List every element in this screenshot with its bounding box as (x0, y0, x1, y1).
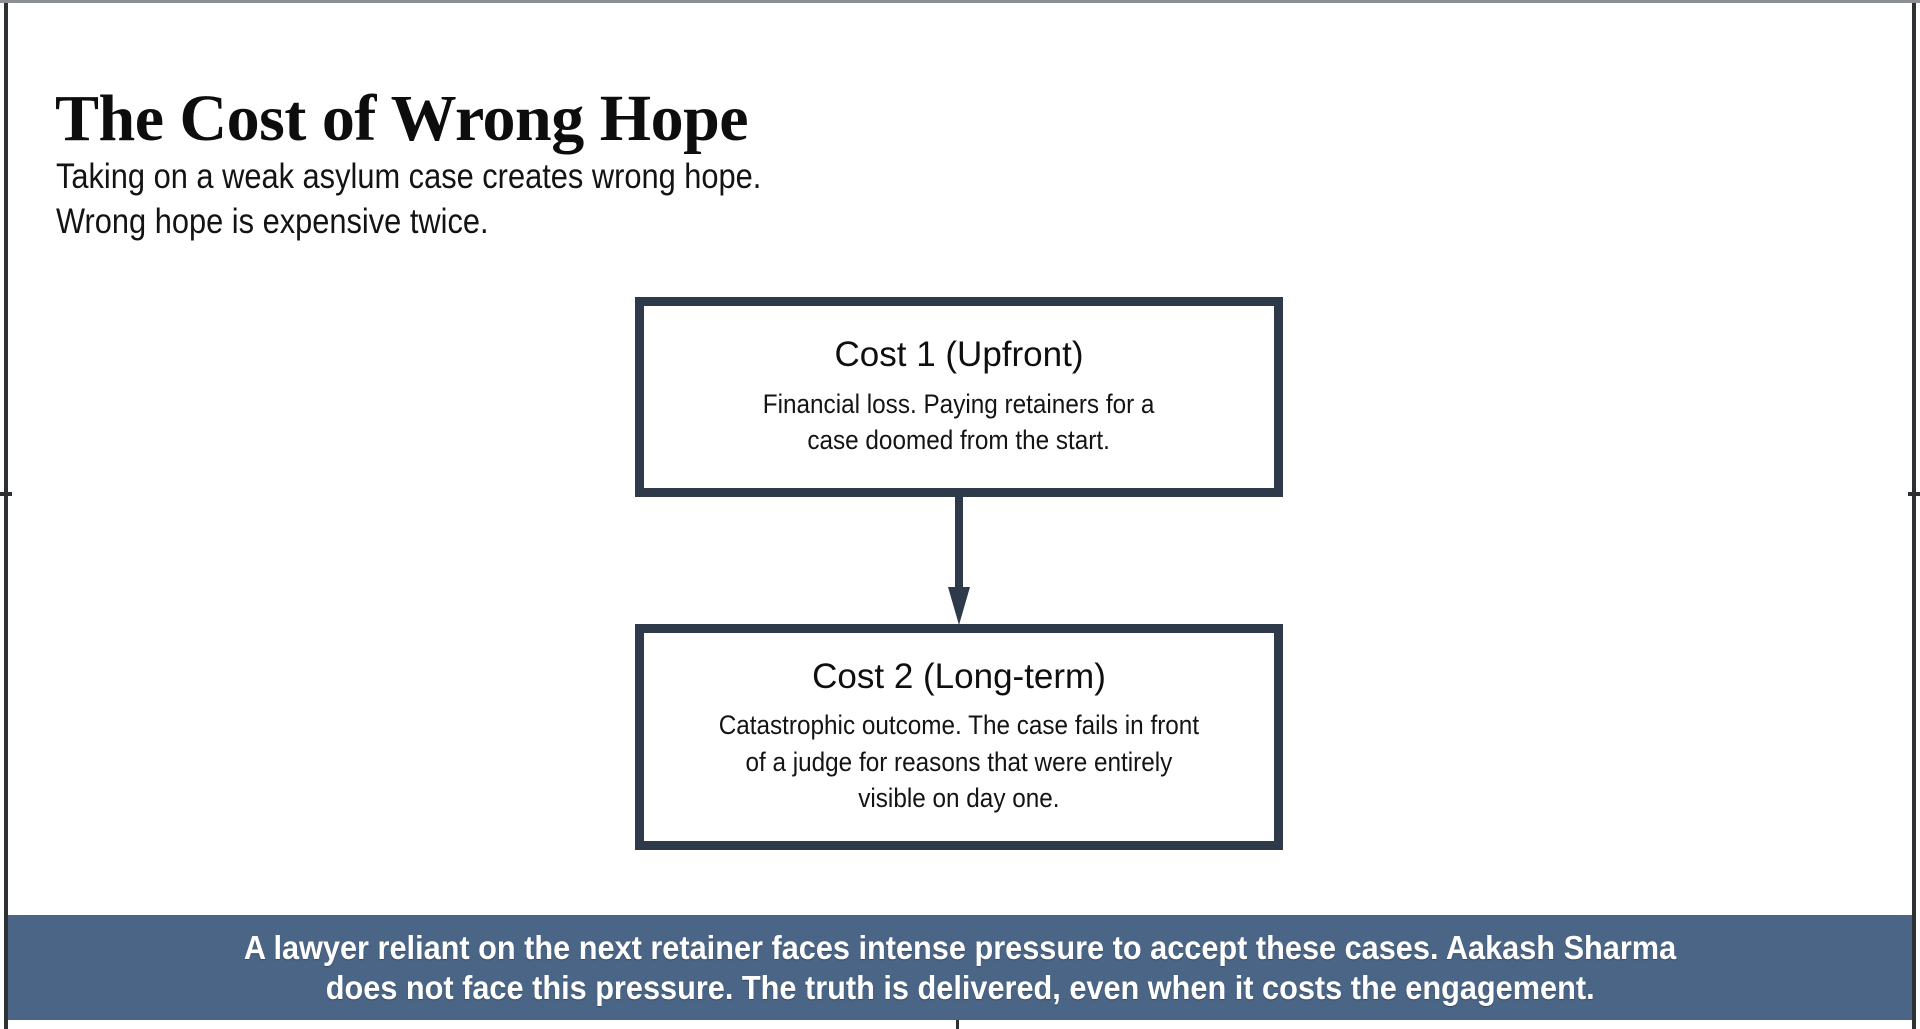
slide-frame-right-tick (1908, 492, 1920, 496)
down-arrow-icon (948, 497, 970, 625)
footer-banner-line-2: does not face this pressure. The truth i… (325, 968, 1595, 1006)
footer-banner: A lawyer reliant on the next retainer fa… (8, 915, 1912, 1020)
flow-node-cost-1: Cost 1 (Upfront) Financial loss. Paying … (635, 297, 1283, 497)
flow-node-cost-2-heading: Cost 2 (Long-term) (812, 656, 1106, 696)
flow-node-cost-1-body-line-2: case doomed from the start. (807, 424, 1111, 455)
flow-node-cost-2: Cost 2 (Long-term) Catastrophic outcome.… (635, 624, 1283, 850)
page-title: The Cost of Wrong Hope (55, 82, 749, 156)
flow-node-cost-1-heading: Cost 1 (Upfront) (834, 335, 1084, 375)
flow-node-cost-2-body-line-3: visible on day one. (858, 782, 1060, 813)
slide-frame-bottom-tick (956, 1011, 959, 1029)
slide-subtitle-line-2: Wrong hope is expensive twice. (56, 201, 489, 241)
footer-banner-line-1: A lawyer reliant on the next retainer fa… (243, 928, 1677, 966)
slide-frame-right-edge (1912, 3, 1916, 1029)
flow-node-cost-2-body: Catastrophic outcome. The case fails in … (719, 707, 1199, 816)
slide-frame-left-edge (4, 3, 8, 1029)
flow-node-cost-2-body-line-1: Catastrophic outcome. The case fails in … (718, 710, 1200, 741)
flow-node-cost-1-body-line-1: Financial loss. Paying retainers for a (763, 388, 1155, 419)
slide-subtitle: Taking on a weak asylum case creates wro… (56, 155, 761, 245)
slide-frame-top-edge (0, 0, 1920, 3)
flow-node-cost-1-body: Financial loss. Paying retainers for a c… (763, 386, 1155, 458)
flow-node-cost-2-body-line-2: of a judge for reasons that were entirel… (745, 746, 1173, 777)
slide-frame-left-tick (0, 492, 12, 496)
slide-subtitle-line-1: Taking on a weak asylum case creates wro… (56, 157, 762, 196)
